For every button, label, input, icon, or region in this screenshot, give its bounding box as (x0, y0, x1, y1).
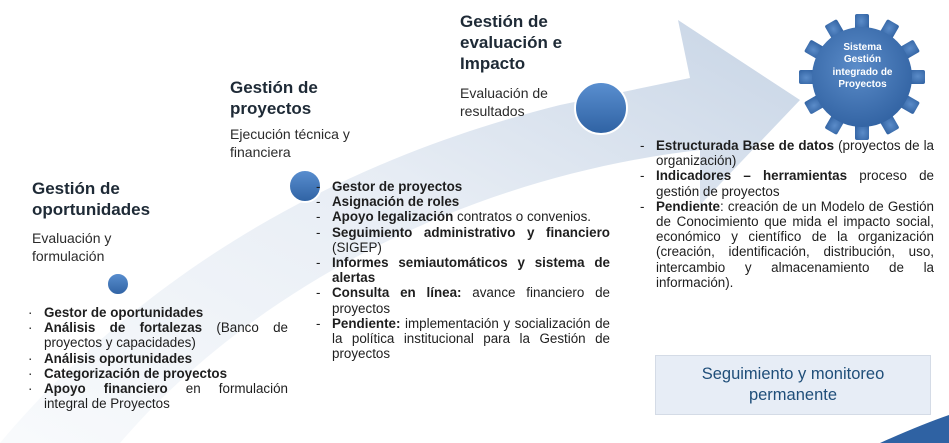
monitor-box: Seguimiento y monitoreo permanente (655, 355, 931, 415)
gear-label-line: Sistema (843, 42, 882, 53)
list-item: ·Categorización de proyectos (28, 365, 228, 381)
stage-subtitle-oportunidades: Evaluación y formulación (32, 230, 112, 264)
stage-title-proyectos: Gestión de proyectos (230, 78, 318, 118)
gear-label: Sistema Gestión integrado de Proyectos (815, 42, 910, 92)
stage-node-proyectos (288, 169, 322, 203)
list-item: -Consulta en línea: avance financiero de… (316, 285, 611, 316)
stage-subtitle-evaluacion: Evaluación de resultados (460, 85, 548, 119)
bottom-right-accent (880, 415, 949, 443)
list-item: -Seguimiento administrativo y financiero… (316, 224, 610, 255)
list-item: -Indicadores – herramientas proceso de g… (640, 168, 934, 199)
list-item: ·Análisis oportunidades (28, 350, 193, 366)
list-item: -Estructurada Base de datos (proyectos d… (640, 138, 934, 169)
list-item: ·Análisis de fortalezas (Banco de proyec… (28, 320, 289, 351)
stage-title-oportunidades: Gestión de oportunidades (32, 179, 151, 219)
gear-label-line: Proyectos (838, 79, 887, 91)
gear-label-line: Gestión (843, 54, 882, 66)
stage-node-evaluacion (574, 81, 628, 135)
list-oportunidades: ·Gestor de oportunidades ·Análisis de fo… (26, 305, 288, 411)
stage-title-evaluacion: Gestión de evaluación e Impacto (460, 12, 563, 73)
stage-subtitle-proyectos: Ejecución técnica y financiera (230, 126, 350, 160)
list-item: -Pendiente: implementación y socializaci… (316, 315, 610, 362)
list-item: ·Gestor de oportunidades (28, 305, 204, 320)
list-item: -Informes semiautomáticos y sistema de a… (316, 255, 610, 286)
list-item: -Apoyo legalización contratos o convenio… (316, 209, 591, 225)
list-item: -Pendiente: creación de un Modelo de Ges… (640, 198, 934, 290)
list-proyectos: -Gestor de proyectos -Asignación de role… (314, 179, 610, 361)
list-item: -Asignación de roles (316, 194, 460, 210)
list-evaluacion: -Estructurada Base de datos (proyectos d… (638, 138, 934, 290)
gear-label-line: integrado de (832, 66, 893, 78)
list-item: ·Apoyo financiero en formulación integra… (28, 381, 288, 412)
gear-icon (799, 14, 925, 140)
stage-node-oportunidades (106, 272, 130, 296)
list-item: -Gestor de proyectos (316, 179, 463, 194)
